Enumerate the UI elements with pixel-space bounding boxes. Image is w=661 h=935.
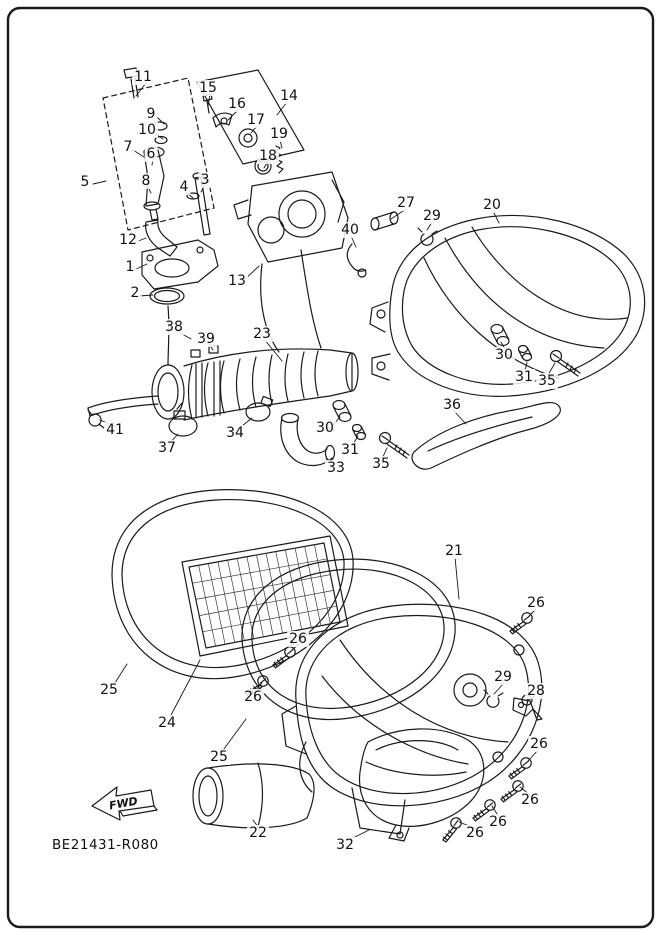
part-callout-29: 29 [421,208,443,224]
part-callout-29: 29 [492,669,514,685]
part-callout-27: 27 [395,195,417,211]
part-callout-14: 14 [278,88,300,104]
part-group-fuel-injector [102,67,219,366]
part-callout-12: 12 [117,232,139,248]
part-22-intake-tube [192,762,315,829]
part-callout-2: 2 [128,285,142,301]
part-callout-39: 39 [195,331,217,347]
part-40-clamp [346,243,367,278]
part-callout-34: 34 [224,425,246,441]
part-34-clamp [245,395,274,422]
part-callout-1: 1 [123,259,137,275]
part-callout-11: 11 [132,69,154,85]
part-36-duct [411,402,561,470]
part-32-cover [358,728,485,842]
part-callout-41: 41 [104,422,126,438]
part-callout-38: 38 [163,319,185,335]
part-26-screw [507,753,534,785]
part-callout-25: 25 [98,682,120,698]
part-callout-6: 6 [144,146,158,162]
part-callout-26: 26 [528,736,550,752]
part-callout-31: 31 [513,369,535,385]
part-callout-31: 31 [339,442,361,458]
part-callout-26: 26 [519,792,541,808]
part-25-seal-left [111,488,354,680]
part-26-screw [508,608,535,640]
part-callout-37: 37 [156,440,178,456]
part-31-collar [517,344,533,362]
part-callout-13: 13 [226,273,248,289]
part-code-label: BE21431-R080 [52,837,159,853]
part-callout-26: 26 [487,814,509,830]
part-callout-40: 40 [339,222,361,238]
part-37-clamp [168,402,198,437]
part-callout-24: 24 [156,715,178,731]
part-callout-26: 26 [287,631,309,647]
part-callout-35: 35 [536,373,558,389]
fwd-arrow [91,786,158,821]
part-callout-26: 26 [242,689,264,705]
part-callout-21: 21 [443,543,465,559]
part-callout-17: 17 [245,112,267,128]
part-24-air-filter-element [181,535,349,657]
part-callout-19: 19 [268,126,290,142]
part-callout-25: 25 [208,749,230,765]
part-callout-20: 20 [481,197,503,213]
part-13-throttle-body [233,171,349,353]
part-callout-33: 33 [325,460,347,476]
part-callout-7: 7 [121,139,135,155]
part-26-screw [271,642,298,674]
part-30-grommet [490,323,510,347]
part-callout-23: 23 [251,326,273,342]
part-25-seal-right [241,558,456,721]
part-callout-35: 35 [370,456,392,472]
part-38-39-clamps [190,345,221,419]
part-21-air-cleaner-case [281,603,543,835]
part-callout-8: 8 [139,173,153,189]
part-29-clip-2 [483,689,504,708]
part-26-screw [441,815,463,845]
part-27-collar [370,211,399,231]
part-30-grommet-2 [332,399,352,423]
part-callout-4: 4 [177,179,191,195]
page-border [6,6,655,929]
part-callout-15: 15 [197,80,219,96]
part-callout-26: 26 [525,595,547,611]
part-callout-9: 9 [144,106,158,122]
part-callout-10: 10 [136,122,158,138]
part-callout-30: 30 [314,420,336,436]
part-41-hose-clamp [87,395,159,429]
part-callout-5: 5 [78,174,92,190]
part-callout-22: 22 [247,825,269,841]
part-callout-32: 32 [334,837,356,853]
part-20-air-cleaner-cover [369,214,646,397]
part-callout-3: 3 [198,172,212,188]
part-callout-18: 18 [257,148,279,164]
part-callout-26: 26 [464,825,486,841]
part-31-collar-2 [351,423,367,441]
part-23-air-intake-joint [151,348,359,421]
part-callout-28: 28 [525,683,547,699]
part-callout-36: 36 [441,397,463,413]
part-28-plug [512,697,543,721]
part-callout-30: 30 [493,347,515,363]
part-callout-16: 16 [226,96,248,112]
